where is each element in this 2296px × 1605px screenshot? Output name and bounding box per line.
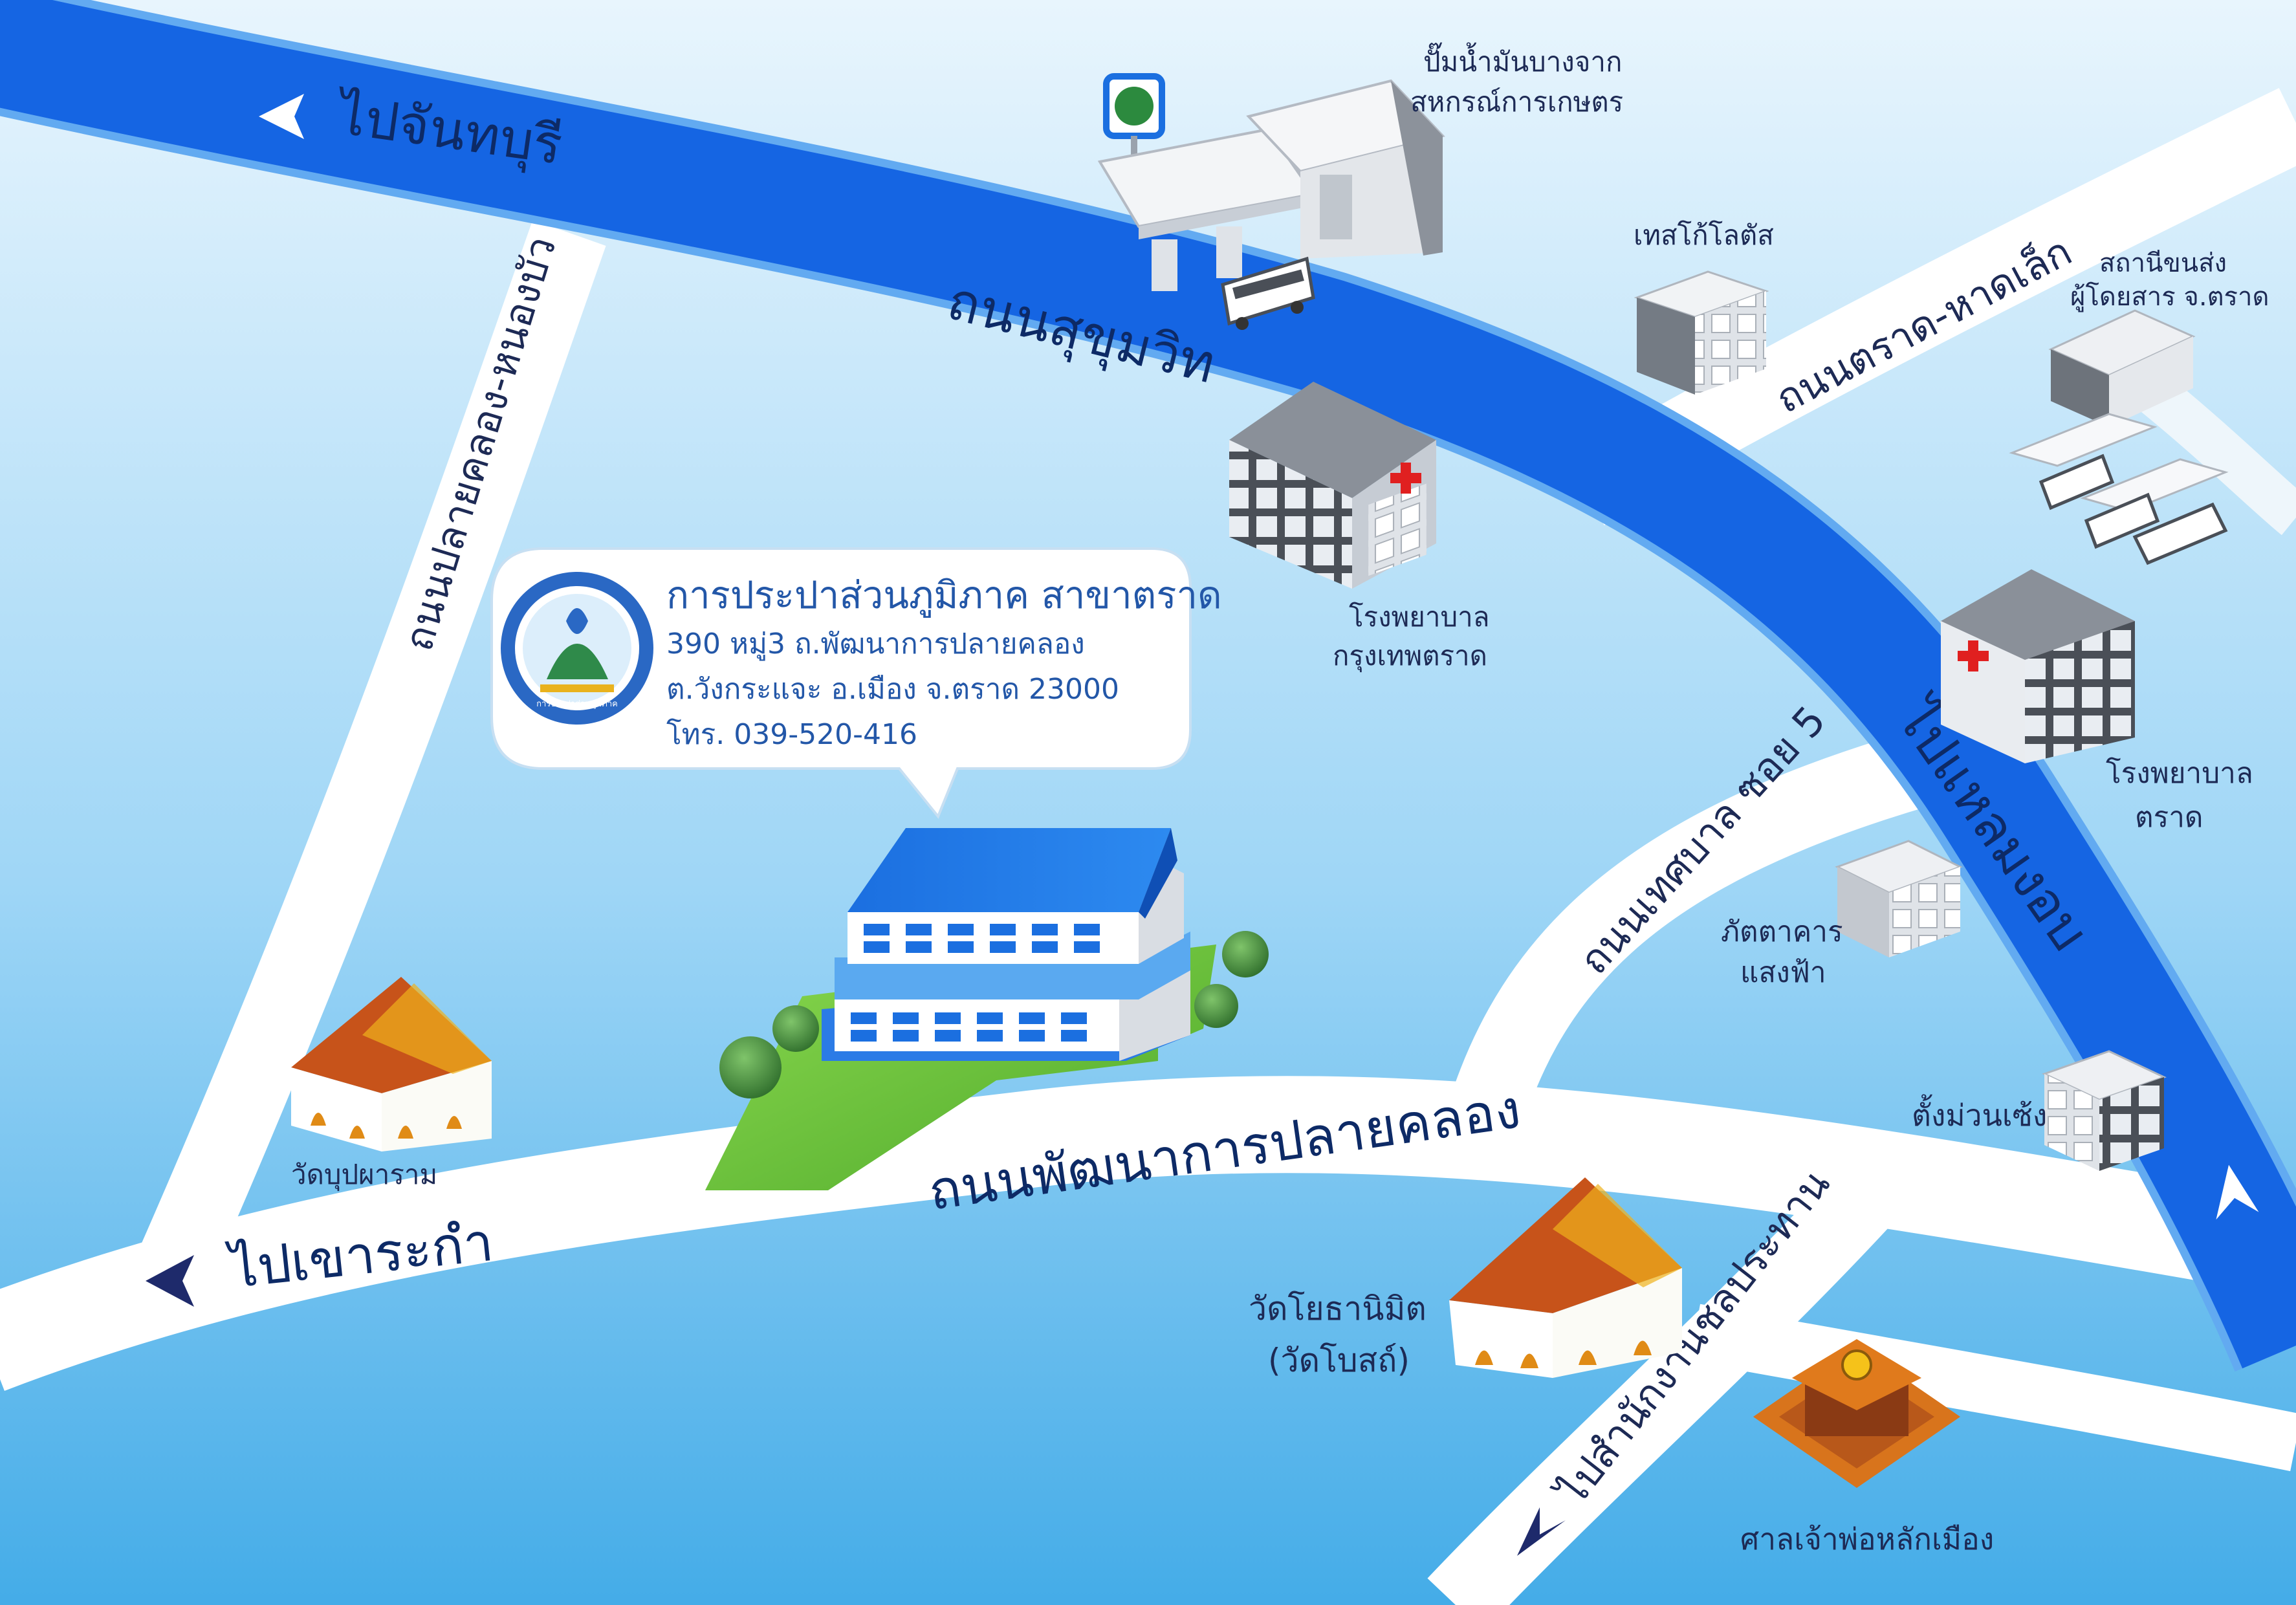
road-thetsaban-soi5[interactable] bbox=[1437, 732, 1927, 1161]
road-phatthana[interactable] bbox=[0, 1076, 2296, 1392]
bus-station[interactable] bbox=[2009, 309, 2229, 565]
label-tang-muan-seng: ตั้งม่วนเซ้ง bbox=[1912, 1094, 2047, 1133]
city-pillar-shrine[interactable] bbox=[1753, 1339, 1960, 1488]
tree-icon bbox=[1222, 931, 1269, 977]
bus-icon bbox=[1221, 256, 1315, 330]
road-right-bottom[interactable] bbox=[1689, 1304, 2296, 1472]
label-trat-hospital-2: ตราด bbox=[2135, 801, 2203, 834]
label-bangkok-hospital-1: โรงพยาบาล bbox=[1349, 601, 1490, 633]
road-sukhumvit[interactable] bbox=[0, 0, 2296, 1369]
label-restaurant-2: แสงฟ้า bbox=[1740, 956, 1826, 989]
callout-phone: โทร. 039-520-416 bbox=[666, 718, 917, 751]
label-city-pillar-shrine: ศาลเจ้าพ่อหลักเมือง bbox=[1740, 1522, 1994, 1556]
label-wat-bupharam: วัดบุปผาราม bbox=[291, 1159, 437, 1192]
trat-hospital[interactable] bbox=[1941, 569, 2135, 763]
label-bus-station-1: สถานีขนส่ง bbox=[2099, 248, 2227, 278]
pwa-logo-text: การประปาส่วนภูมิภาค bbox=[536, 699, 618, 709]
tree-icon bbox=[1194, 984, 1238, 1028]
callout-address-1: 390 หมู่3 ถ.พัฒนาการปลายคลอง bbox=[666, 628, 1085, 661]
pwa-logo-icon: การประปาส่วนภูมิภาค bbox=[501, 572, 653, 725]
arrow-to-irrigation-icon bbox=[1517, 1507, 1566, 1556]
red-cross-icon bbox=[1958, 640, 1989, 671]
red-cross-icon bbox=[1390, 463, 1421, 494]
label-bus-station-2: ผู้โดยสาร จ.ตราด bbox=[2070, 282, 2269, 312]
callout-address-2: ต.วังกระแจะ อ.เมือง จ.ตราด 23000 bbox=[666, 673, 1119, 706]
wat-yothanimit-temple[interactable] bbox=[1449, 1177, 1682, 1378]
wat-bupharam-temple[interactable] bbox=[291, 977, 492, 1152]
label-bangkok-hospital-2: กรุงเทพตราด bbox=[1333, 640, 1487, 673]
label-gas-station-1: ปั๊มน้ำมันบางจาก bbox=[1423, 42, 1622, 78]
office-info-callout: การประปาส่วนภูมิภาค การประปาส่วนภูมิภาค … bbox=[490, 547, 1222, 819]
callout-title: การประปาส่วนภูมิภาค สาขาตราด bbox=[666, 573, 1222, 618]
label-trat-hospital-1: โรงพยาบาล bbox=[2106, 757, 2253, 790]
label-gas-station-2: สหกรณ์การเกษตร bbox=[1410, 86, 1623, 118]
bangkok-trat-hospital[interactable] bbox=[1229, 382, 1436, 589]
tesco-lotus-building[interactable] bbox=[1634, 270, 1769, 395]
pwa-trat-office-building[interactable] bbox=[705, 828, 1269, 1190]
tree-icon bbox=[719, 1036, 782, 1098]
golden-finial-icon bbox=[1841, 1349, 1872, 1381]
road-plai-khlong-nong-bua[interactable] bbox=[126, 220, 606, 1310]
main-road bbox=[0, 0, 2296, 1372]
gas-station[interactable] bbox=[1097, 73, 1445, 330]
sangfa-restaurant[interactable] bbox=[1835, 840, 1963, 957]
arrow-to-laem-ngop-icon bbox=[2216, 1164, 2259, 1220]
road-bus-station[interactable] bbox=[2134, 370, 2296, 536]
tree-icon bbox=[772, 1005, 819, 1052]
road-to-irrigation[interactable] bbox=[1427, 1157, 1905, 1605]
label-wat-yothanimit-1: วัดโยธานิมิต bbox=[1249, 1290, 1427, 1327]
tang-muan-seng-building[interactable] bbox=[2042, 1050, 2167, 1171]
arrow-to-chanthaburi-icon bbox=[259, 94, 304, 139]
leaf-logo-icon bbox=[1115, 87, 1153, 126]
label-tesco-lotus: เทสโก้โลตัส bbox=[1634, 219, 1774, 251]
label-wat-yothanimit-2: (วัดโบสถ์) bbox=[1268, 1342, 1410, 1379]
arrow-to-khao-rakam-icon bbox=[146, 1255, 194, 1307]
label-restaurant-1: ภัตตาคาร bbox=[1721, 915, 1843, 948]
